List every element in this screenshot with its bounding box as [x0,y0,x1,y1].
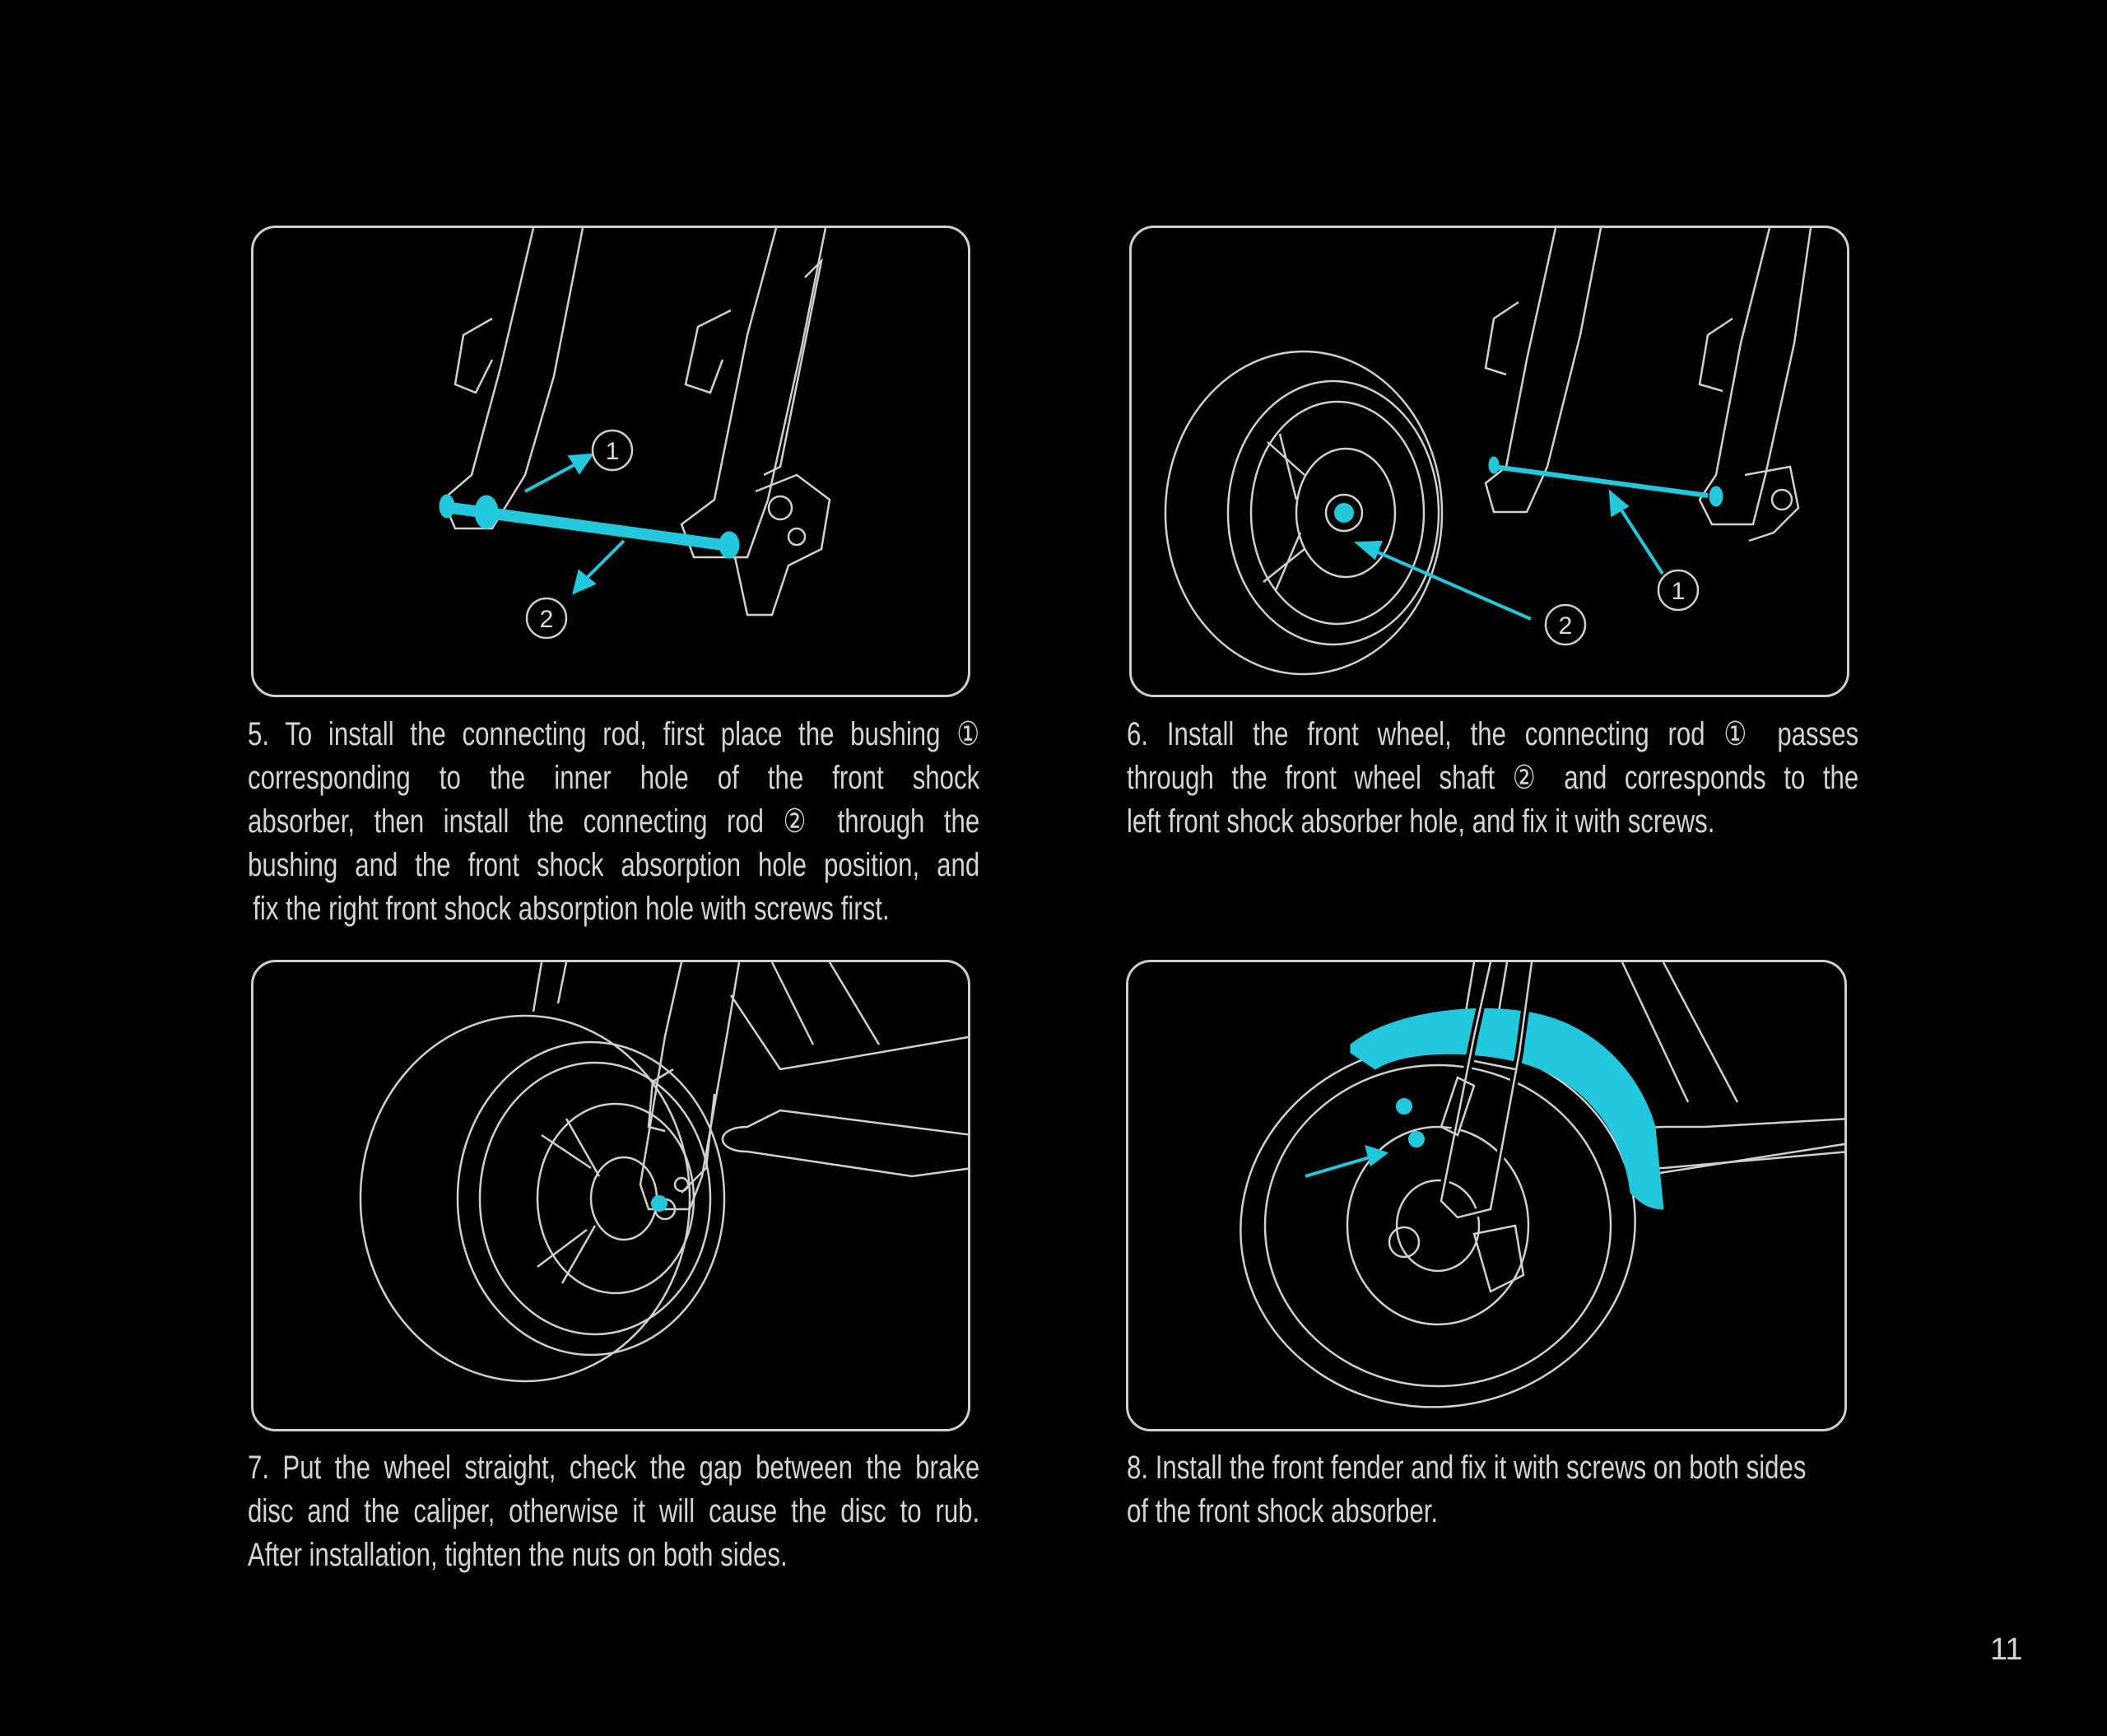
page-number: 11 [1990,1632,2023,1667]
callout-2: 2 [1544,603,1587,646]
caption-line: disc and the caliper, otherwise it will … [248,1493,980,1529]
caption-line: bushing and the front shock absorption h… [248,847,980,883]
svg-text:1: 1 [1672,578,1686,605]
step5-illustration: 1 2 [251,226,970,697]
step6-caption: 6. Install the front wheel, the connecti… [1127,713,1858,844]
front-forks [1388,962,1536,1293]
svg-text:2: 2 [540,606,554,633]
arrows [524,453,626,595]
caption-line: fix the right front shock absorption hol… [253,891,890,927]
caption-line: 5. To install the connecting rod, first … [248,716,980,752]
step7-caption: 7. Put the wheel straight, check the gap… [248,1446,979,1577]
front-fork-right [680,228,831,617]
connecting-rod [439,494,740,559]
front-fork-left [441,228,584,530]
front-wheel [1164,350,1444,676]
step8-illustration [1126,960,1847,1431]
step7-illustration [251,960,970,1431]
caption-line: After installation, tighten the nuts on … [248,1537,788,1573]
caption-line: 8. Install the front fender and fix it w… [1127,1450,1807,1486]
arrows [1353,489,1664,621]
step6-illustration: 1 2 [1129,226,1849,697]
caption-line: 6. Install the front wheel, the connecti… [1127,716,1859,752]
caption-line: absorber, then install the connecting ro… [248,803,980,840]
caption-line: 7. Put the wheel straight, check the gap… [248,1450,980,1486]
step5-caption: 5. To install the connecting rod, first … [248,713,979,931]
svg-text:2: 2 [1559,612,1573,640]
callout-2: 2 [525,597,568,640]
axle-nut [651,1195,667,1212]
front-forks [1484,228,1812,542]
scooter-front [359,962,968,1383]
callout-1: 1 [1657,569,1700,612]
wheel-shaft [1334,503,1354,523]
connecting-rod [1488,456,1723,507]
arrows [1305,1098,1425,1178]
step8-caption: 8. Install the front fender and fix it w… [1127,1446,1878,1534]
caption-line: corresponding to the inner hole of the f… [248,760,980,796]
caption-line: of the front shock absorber. [1127,1493,1439,1529]
callout-1: 1 [591,429,634,472]
caption-line: through the front wheel shaft ② and corr… [1127,760,1859,796]
front-fender [1350,1008,1664,1210]
svg-text:1: 1 [606,438,620,465]
caption-line: left front shock absorber hole, and fix … [1127,803,1715,840]
